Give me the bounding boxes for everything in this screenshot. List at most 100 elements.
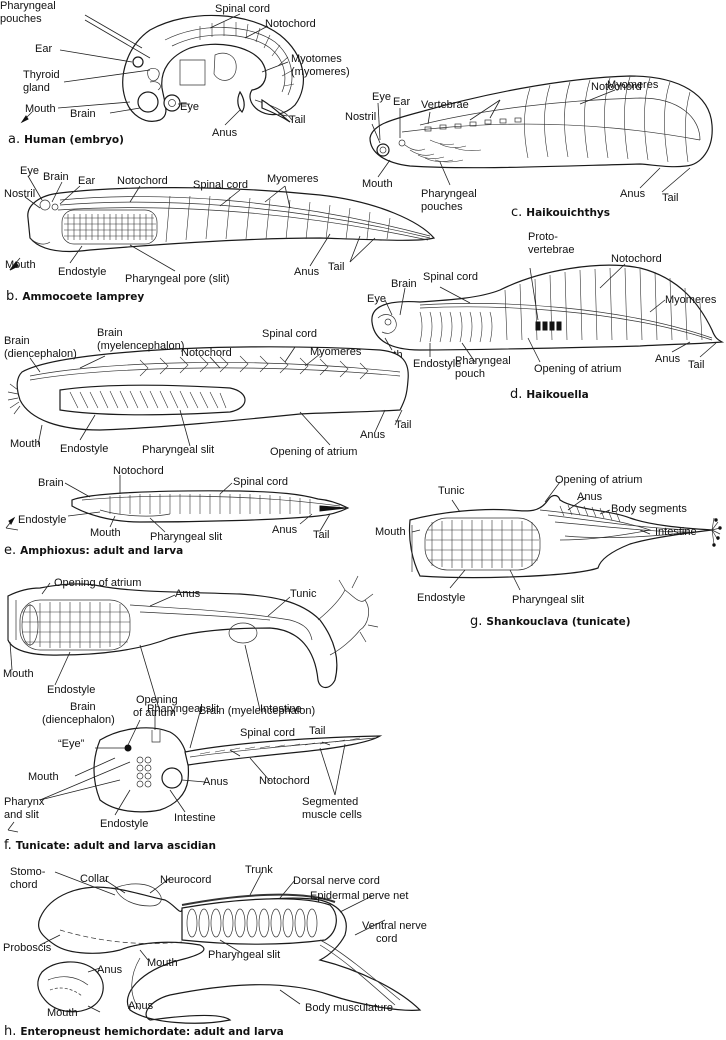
caption-g: Shankouclava (tunicate) (486, 616, 630, 628)
caption-a: Human (embryo) (24, 134, 124, 146)
label-e-larva-tail: Tail (313, 529, 330, 541)
human-ear (132, 56, 144, 68)
label-a-pharyngeal-pouches-2: pouches (0, 13, 42, 25)
panel-d-haikouella: Proto-vertebrae Notochord Brain Spinal c… (367, 231, 725, 402)
label-f-larva-opening-2: of atrium (133, 707, 176, 719)
label-g-opening-atrium: Opening of atrium (555, 474, 642, 486)
label-e-spinal-cord: Spinal cord (262, 328, 317, 340)
label-d-opening-atrium: Opening of atrium (534, 363, 621, 375)
label-g-anus: Anus (577, 491, 603, 503)
label-d-brain: Brain (391, 278, 417, 290)
label-f-opening-atrium: Opening of atrium (54, 577, 141, 589)
caption-b-letter: b. (6, 289, 18, 304)
label-h-collar: Collar (80, 873, 109, 885)
label-f-larva-notochord: Notochord (259, 775, 310, 787)
caption-b: Ammocoete lamprey (22, 291, 144, 303)
svg-text:c.Haikouichthys: c. Haikouichthys (511, 205, 610, 220)
label-f-larva-pharynx-1: Pharynx (4, 796, 45, 808)
svg-text:Brain(myelencephalon): Brain(myelencephalon) (97, 327, 184, 352)
label-a-mouth: Mouth (25, 103, 56, 115)
human-brain-bulge (137, 91, 159, 113)
caption-c-letter: c. (511, 205, 522, 220)
svg-text:Brain(diencephalon): Brain(diencephalon) (4, 335, 77, 360)
label-f-larva-brain-di-2: (diencephalon) (42, 714, 115, 726)
label-e-mouth: Mouth (10, 438, 41, 450)
shankouclava-pharynx-grid (424, 517, 541, 571)
label-c-myomeres: Myomeres (607, 79, 659, 91)
panel-e-amphioxus: Brain(diencephalon) Brain(myelencephalon… (4, 327, 412, 558)
haikouichthys-vertebrae (424, 117, 522, 132)
label-h-mouth: Mouth (147, 957, 178, 969)
svg-text:f.Tunicate: adult and larva as: f.Tunicate: adult and larva ascidian (4, 838, 216, 853)
label-f-larva-spinal-cord: Spinal cord (240, 727, 295, 739)
label-h-dorsal-nerve: Dorsal nerve cord (293, 875, 380, 887)
tunicate-larva-head (93, 727, 190, 813)
caption-c: Haikouichthys (526, 207, 610, 219)
label-h-larva-mouth: Mouth (47, 1007, 78, 1019)
svg-text:Myotomes(myomeres): Myotomes(myomeres) (291, 53, 350, 78)
label-f-larva-endostyle: Endostyle (100, 818, 148, 830)
label-d-proto-2: vertebrae (528, 244, 574, 256)
svg-text:e.Amphioxus: adult and larva: e.Amphioxus: adult and larva (4, 543, 183, 558)
label-h-body-musculature: Body musculature (305, 1002, 393, 1014)
label-h-ventral-nerve-1: Ventral nerve (362, 920, 427, 932)
caption-h: Enteropneust hemichordate: adult and lar… (20, 1026, 283, 1038)
label-d-proto-1: Proto- (528, 231, 558, 243)
label-d-endostyle: Endostyle (413, 358, 461, 370)
label-a-ear: Ear (35, 43, 52, 55)
label-h-anus: Anus (128, 1000, 154, 1012)
haikouichthys-pharyngeal-pouches (404, 139, 482, 163)
label-a-tail: Tail (289, 114, 306, 126)
label-e-larva-spinal-cord: Spinal cord (233, 476, 288, 488)
label-a-eye: Eye (180, 101, 199, 113)
label-g-pharyngeal-slit: Pharyngeal slit (512, 594, 584, 606)
label-e-brain-my-1: Brain (97, 327, 123, 339)
label-d-pharyngeal-pouch-2: pouch (455, 368, 485, 380)
label-b-ear: Ear (78, 175, 95, 187)
caption-d-letter: d. (510, 387, 522, 402)
svg-text:Proto-vertebrae: Proto-vertebrae (528, 231, 574, 256)
label-f-larva-eye: “Eye” (58, 738, 85, 750)
panel-h-enteropneust: Stomo-chord Collar Neurocord Trunk Dorsa… (3, 864, 427, 1039)
label-f-larva-intestine: Intestine (174, 812, 216, 824)
label-d-myomeres: Myomeres (665, 294, 717, 306)
label-d-eye: Eye (367, 293, 386, 305)
label-b-brain: Brain (43, 171, 69, 183)
haikouella-body (371, 264, 725, 351)
label-e-larva-anus: Anus (272, 524, 298, 536)
svg-text:b.Ammocoete lamprey: b. Ammocoete lamprey (6, 289, 144, 304)
label-c-pharyngeal-pouches-2: pouches (421, 201, 463, 213)
label-h-pharyngeal-slit: Pharyngeal slit (208, 949, 280, 961)
label-b-spinal-cord: Spinal cord (193, 179, 248, 191)
label-a-brain: Brain (70, 108, 96, 120)
haikouella-myomeres (504, 267, 703, 341)
lamprey-myomeres (165, 195, 391, 243)
label-b-mouth: Mouth (5, 259, 36, 271)
label-c-eye: Eye (372, 91, 391, 103)
panel-g-shankouclava: Opening of atrium Tunic Anus Body segmen… (375, 474, 722, 629)
panel-f-tunicate: Opening of atrium Anus Tunic Mouth Endos… (3, 575, 383, 853)
label-f-larva-opening-1: Opening (136, 694, 178, 706)
label-e-larva-mouth: Mouth (90, 527, 121, 539)
label-f-pharyngeal-slit: Pharyngeal slit (147, 703, 219, 715)
label-d-tail: Tail (688, 359, 705, 371)
label-e-anus: Anus (360, 429, 386, 441)
tunicate-larva-tail (184, 735, 383, 766)
lamprey-body (27, 187, 436, 253)
svg-text:Brain(diencephalon): Brain(diencephalon) (42, 701, 115, 726)
haikouichthys-myomeres (524, 76, 691, 163)
label-f-larva-muscle-1: Segmented (302, 796, 358, 808)
label-c-nostril: Nostril (345, 111, 376, 123)
label-f-larva-brain-my: Brain (myelencephalon) (199, 705, 315, 717)
tunicate-larva-pharynx (136, 756, 152, 788)
label-b-eye: Eye (20, 165, 39, 177)
label-c-anus: Anus (620, 188, 646, 200)
label-a-thyroid-2: gland (23, 82, 50, 94)
svg-text:Stomo-chord: Stomo-chord (10, 866, 46, 891)
